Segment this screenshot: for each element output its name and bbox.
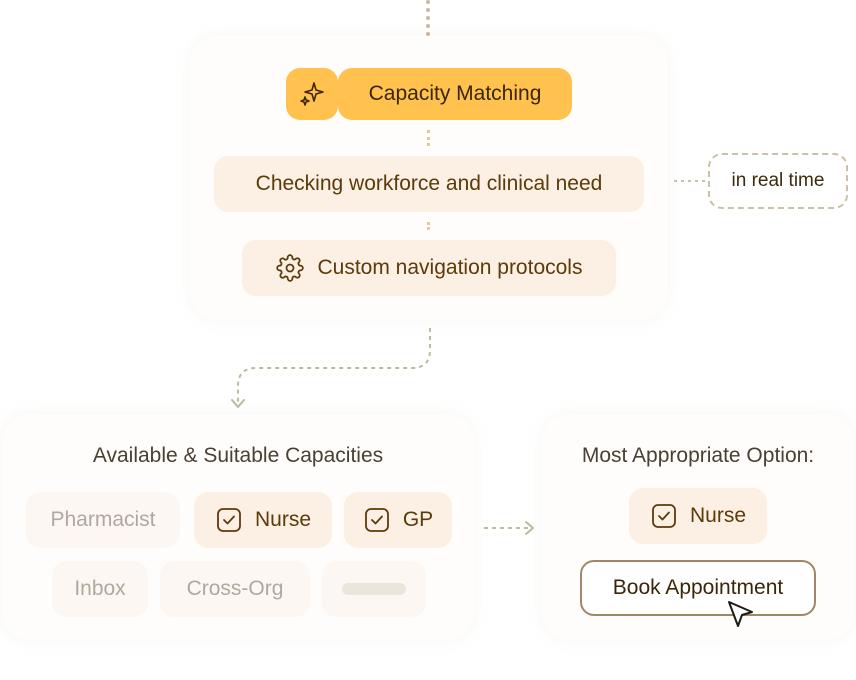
- flow-arrow-right: [484, 521, 534, 535]
- checkbox-checked-icon: [650, 502, 678, 530]
- sparkle-icon: [286, 68, 338, 120]
- capacity-matching-title: Capacity Matching: [338, 68, 572, 120]
- capacity-chip-inbox: Inbox: [52, 561, 148, 617]
- result-chip-label: Nurse: [689, 504, 747, 527]
- result-chip-nurse: Nurse: [629, 488, 767, 544]
- checkbox-checked-icon: [215, 506, 243, 534]
- connector-dots: [427, 222, 430, 230]
- capacity-chip-gp: GP: [344, 492, 452, 548]
- capacity-chip-label: Cross-Org: [186, 577, 284, 600]
- checking-workforce-step: Checking workforce and clinical need: [214, 156, 644, 212]
- book-appointment-label: Book Appointment: [612, 576, 784, 599]
- top-connector: [426, 0, 430, 36]
- side-note-connector: [674, 180, 706, 182]
- capacity-chip-cross-org: Cross-Org: [160, 561, 310, 617]
- cursor-arrow-icon: [728, 601, 753, 627]
- placeholder-bar: [342, 583, 406, 595]
- most-appropriate-title: Most Appropriate Option:: [581, 444, 815, 467]
- capacity-chip-placeholder: [322, 561, 426, 617]
- capacity-chip-label: Inbox: [74, 577, 126, 600]
- capacity-chip-label: Pharmacist: [50, 508, 156, 531]
- capacity-chip-label: GP: [402, 508, 434, 531]
- flow-arrow-down: [231, 328, 431, 408]
- capacity-chip-nurse: Nurse: [194, 492, 332, 548]
- custom-navigation-label: Custom navigation protocols: [317, 256, 583, 279]
- gear-icon: [275, 254, 304, 282]
- custom-navigation-step: Custom navigation protocols: [242, 240, 616, 296]
- capacity-chip-label: Nurse: [254, 508, 312, 531]
- real-time-note: in real time: [708, 153, 848, 209]
- checking-workforce-label: Checking workforce and clinical need: [255, 172, 603, 195]
- checkbox-checked-icon: [363, 506, 391, 534]
- capacity-chip-pharmacist: Pharmacist: [26, 492, 180, 548]
- available-capacities-title: Available & Suitable Capacities: [92, 444, 384, 467]
- book-appointment-button[interactable]: Book Appointment: [580, 560, 816, 616]
- connector-dots: [427, 130, 430, 146]
- real-time-label: in real time: [731, 170, 825, 191]
